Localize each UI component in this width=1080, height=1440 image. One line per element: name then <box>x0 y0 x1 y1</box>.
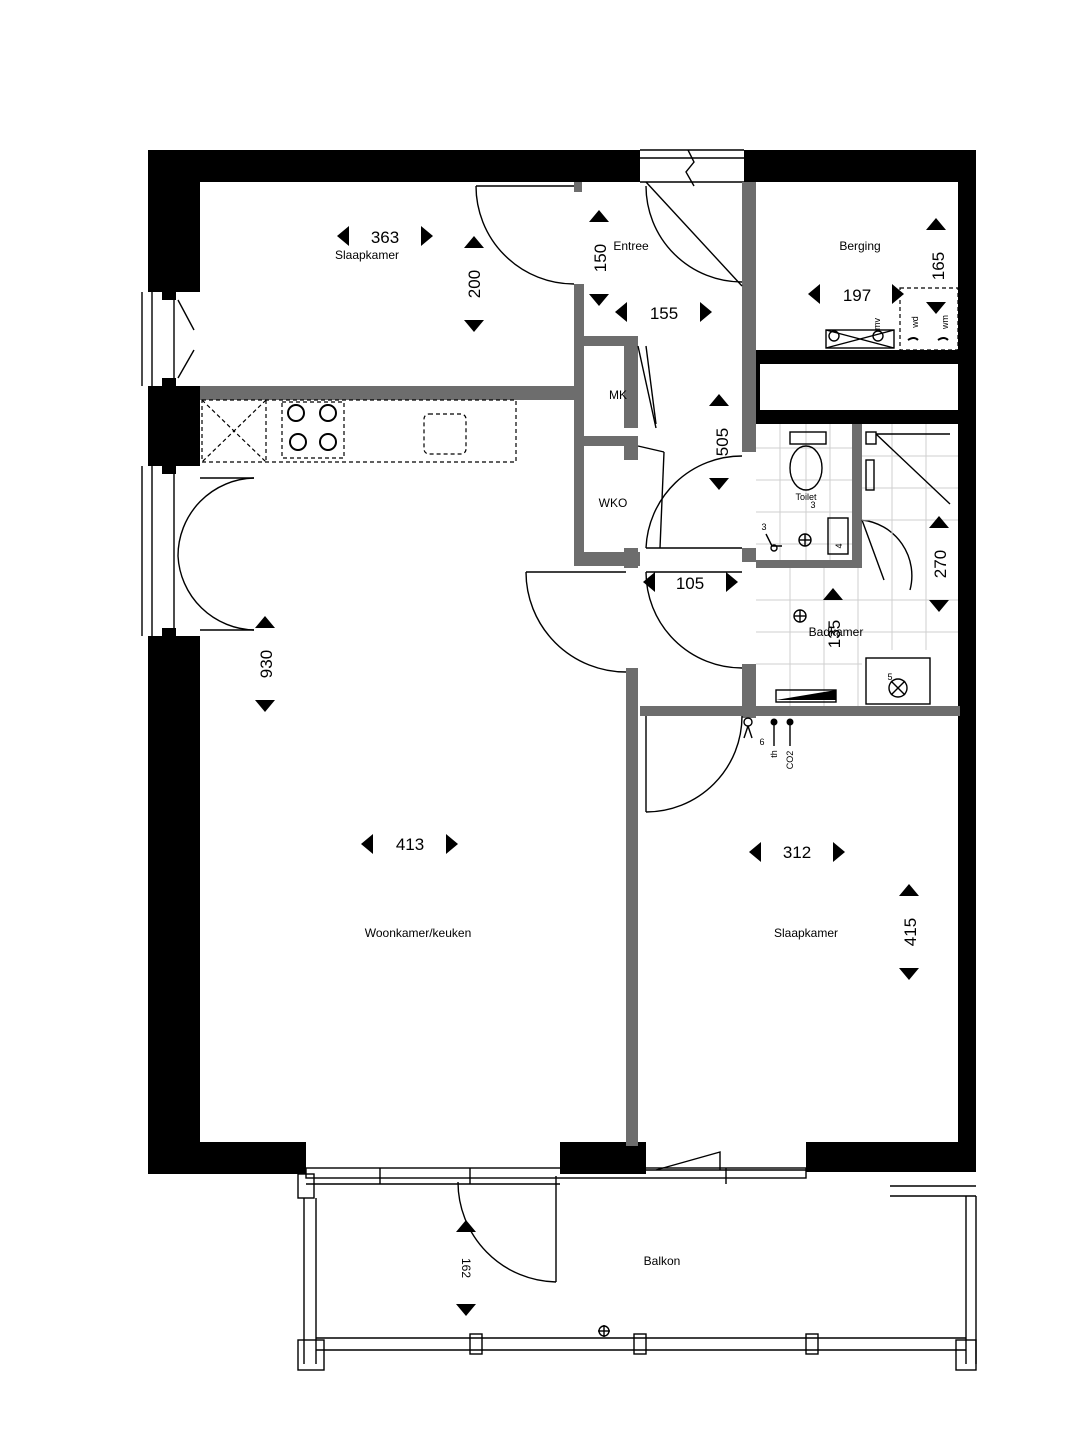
room-label-toilet: Toilet <box>795 492 817 502</box>
symbol-label-co2: CO2 <box>785 751 795 770</box>
dim-value: 200 <box>465 270 484 298</box>
dim-value: 270 <box>931 550 950 578</box>
dim-woonkamer-width: 413 <box>361 834 458 854</box>
doors <box>177 181 913 1283</box>
symbol-label-wm: wm <box>940 315 950 330</box>
room-label-berging: Berging <box>839 239 880 253</box>
dim-badkamer-width: 135 <box>823 588 844 648</box>
dim-value: 162 <box>459 1258 473 1278</box>
dim-hall-width: 155 <box>615 302 712 323</box>
bathroom-fixtures <box>775 431 951 705</box>
interior-walls <box>200 182 960 1146</box>
room-label-entree: Entree <box>613 239 649 253</box>
room-label-balkon: Balkon <box>644 1254 681 1268</box>
dim-badkamer-depth: 270 <box>929 516 950 612</box>
dim-value: 135 <box>825 620 844 648</box>
left-windows <box>140 292 200 636</box>
dim-slaapkamer-2-depth: 415 <box>899 884 920 980</box>
room-label-wko: WKO <box>599 496 628 510</box>
dim-hall-length: 505 <box>709 394 732 490</box>
room-label-mk: MK <box>609 388 627 402</box>
symbol-label-5: 5 <box>887 672 892 682</box>
dim-value: 413 <box>396 835 424 854</box>
room-label-badkamer: Badkamer <box>809 625 864 639</box>
symbol-label-3a: 3 <box>810 500 815 510</box>
symbol-label-6: 6 <box>759 737 764 747</box>
sensors <box>743 717 794 746</box>
toilet-fixtures <box>765 431 849 555</box>
dim-berging-depth: 165 <box>926 218 948 314</box>
symbol-label-3b: 3 <box>761 522 766 532</box>
room-label-slaapkamer-2: Slaapkamer <box>774 926 838 940</box>
berging-fixtures <box>825 287 959 351</box>
dim-slaapkamer-1-depth: 200 <box>464 236 484 332</box>
symbol-label-4: 4 <box>834 543 844 548</box>
room-label-slaapkamer-1: Slaapkamer <box>335 248 399 262</box>
kitchen-counter <box>201 399 517 463</box>
dim-value: 505 <box>713 428 732 456</box>
dim-hall-2-width: 105 <box>643 572 738 593</box>
dim-value: 930 <box>257 650 276 678</box>
outer-walls <box>148 150 976 1174</box>
dim-slaapkamer-1-width: 363 <box>337 226 433 247</box>
symbol-label-wd: wd <box>910 316 920 329</box>
balcony <box>297 1151 977 1371</box>
entrance-frame <box>640 149 744 187</box>
dim-entree-depth: 150 <box>589 210 610 306</box>
dim-balkon-depth: 162 <box>456 1220 476 1316</box>
dim-woonkamer-depth: 930 <box>255 616 276 712</box>
dim-value: 363 <box>371 228 399 247</box>
dim-value: 105 <box>676 574 704 593</box>
dim-slaapkamer-2-width: 312 <box>749 842 845 862</box>
dim-value: 415 <box>901 918 920 946</box>
dim-value: 312 <box>783 843 811 862</box>
symbol-label-th: th <box>769 750 779 758</box>
dim-value: 165 <box>929 252 948 280</box>
dim-value: 197 <box>843 286 871 305</box>
dim-value: 155 <box>650 304 678 323</box>
room-label-woonkamer: Woonkamer/keuken <box>365 926 472 940</box>
symbol-label-mv: mv <box>872 318 882 330</box>
dim-berging-width: 197 <box>808 284 904 305</box>
dim-value: 150 <box>591 244 610 272</box>
